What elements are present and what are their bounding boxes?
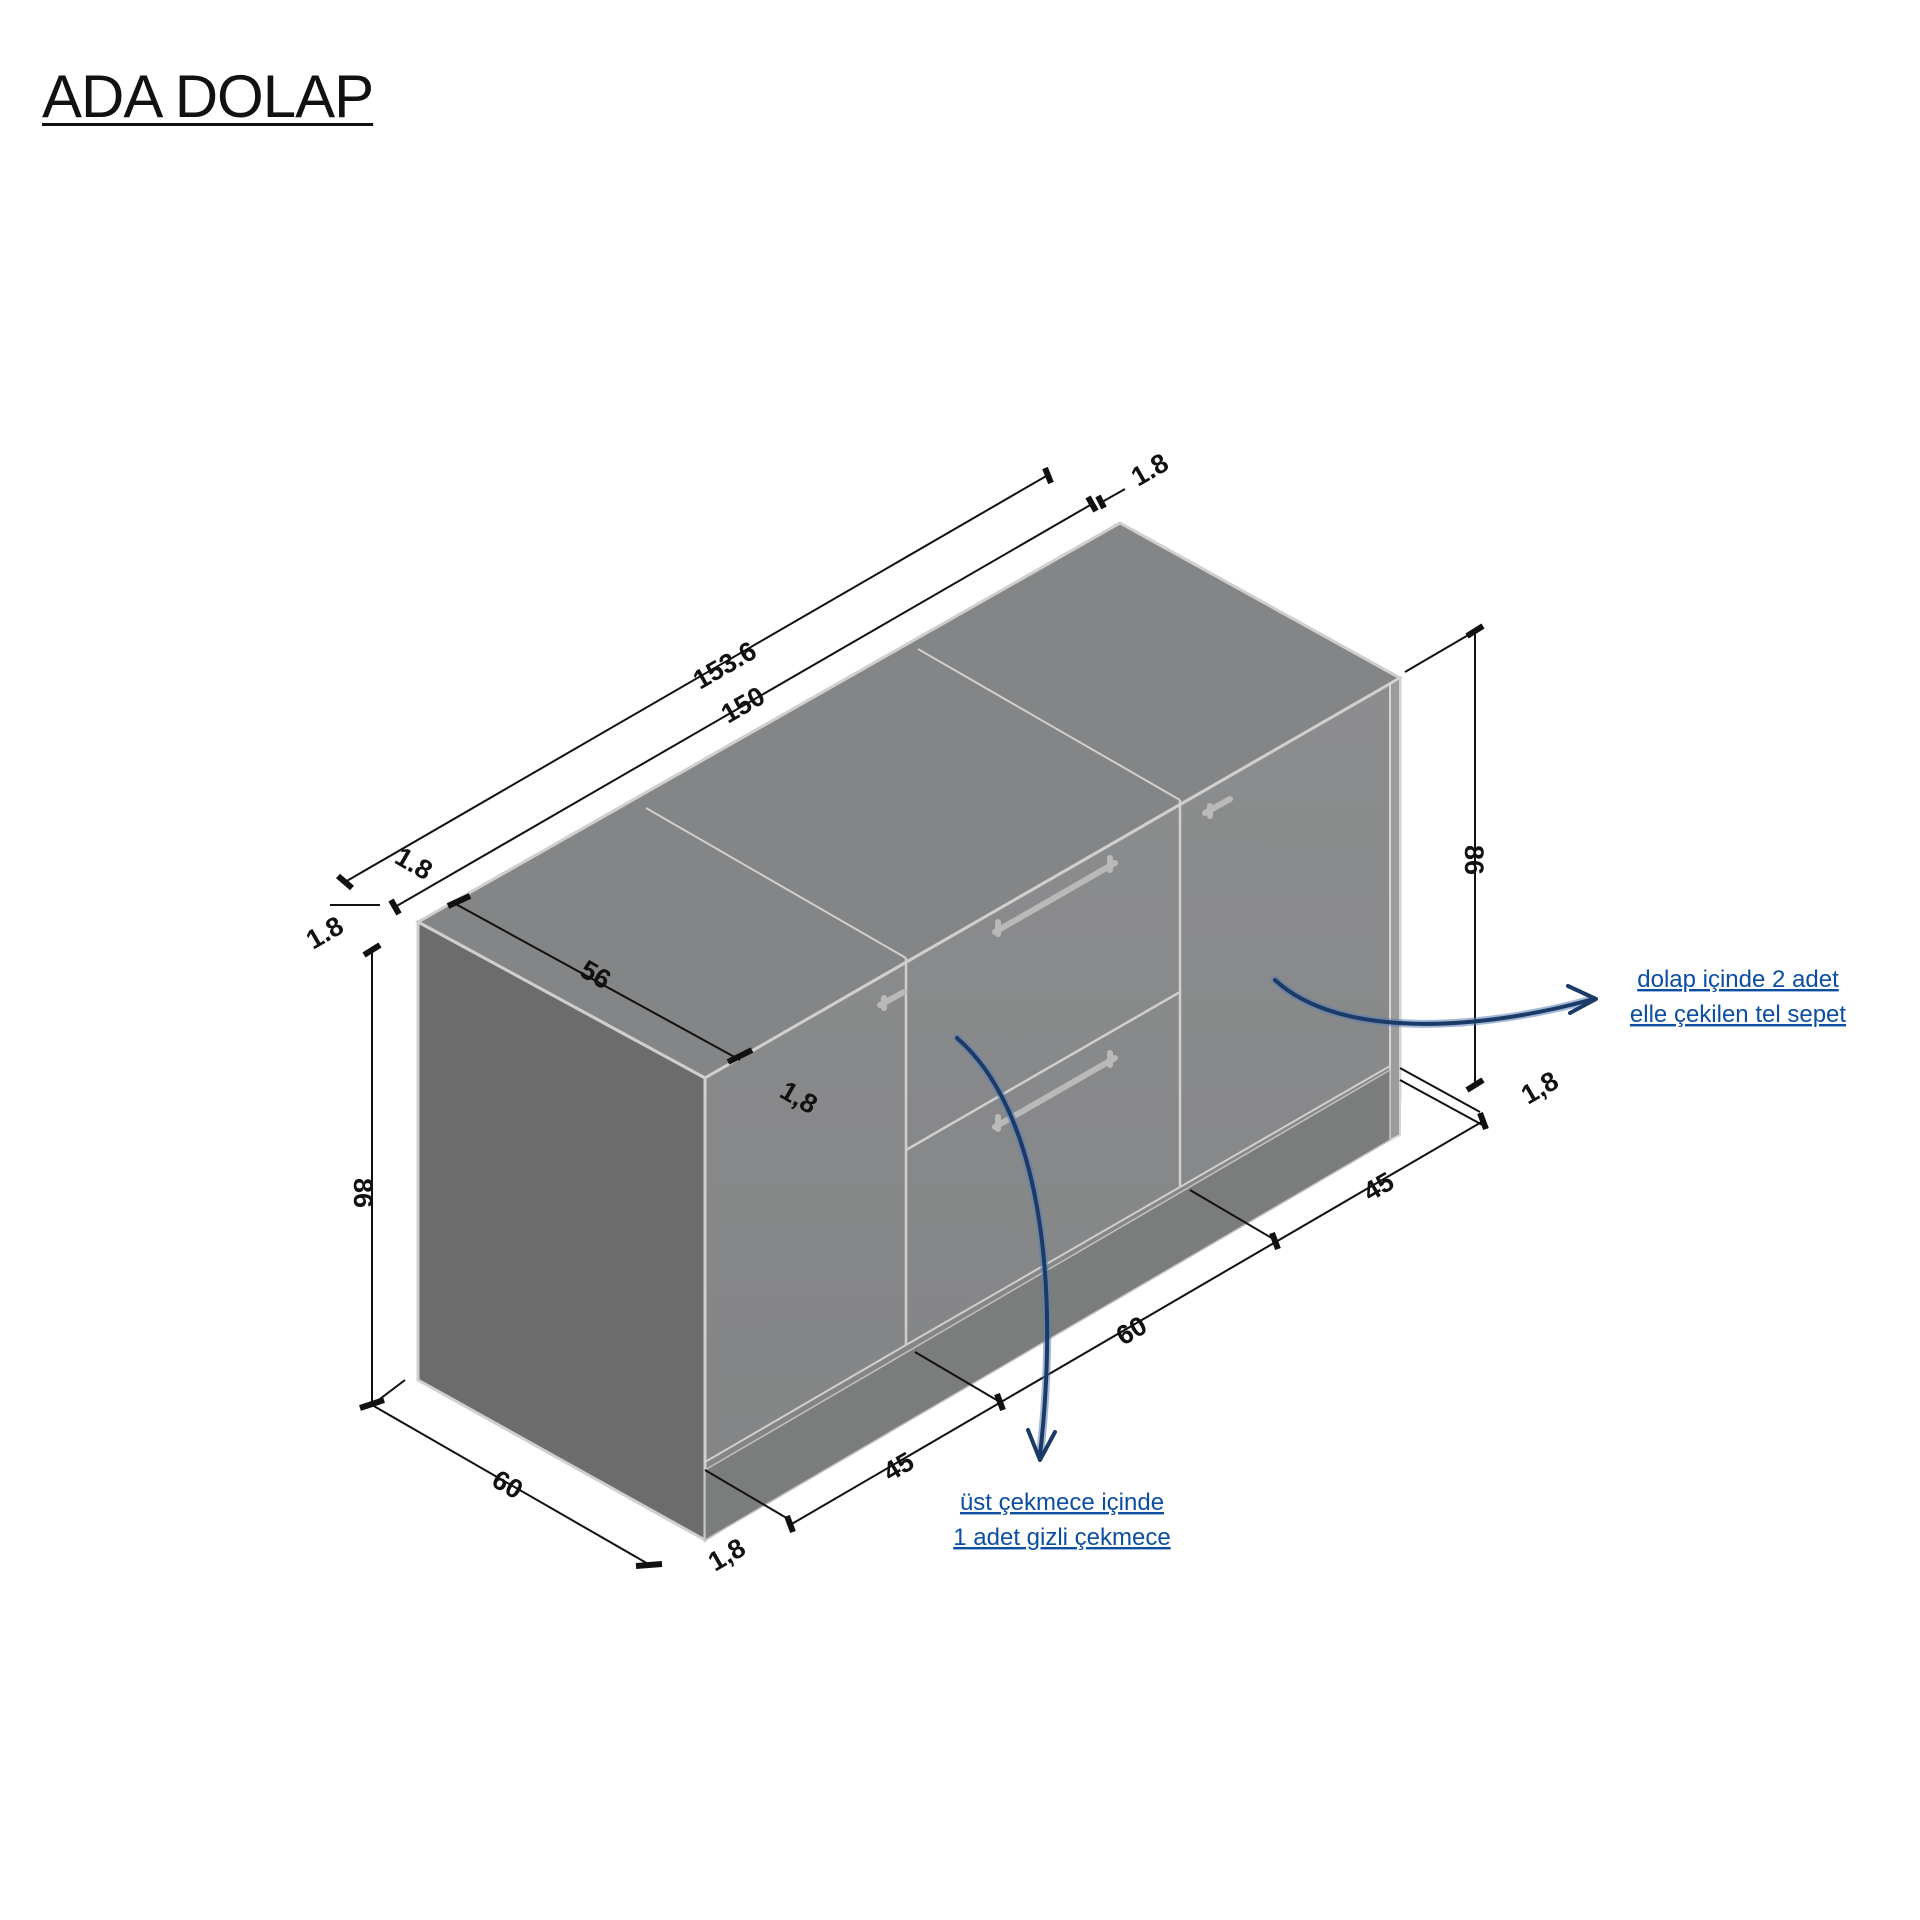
annotation-notes: dolap içinde 2 adet elle çekilen tel sep… [953,966,1846,1551]
left-door-handle-icon[interactable] [877,989,907,1011]
cabinet-note-line1: dolap içinde 2 adet [1637,966,1839,993]
right-door-handle-icon[interactable] [1202,796,1233,819]
upper-drawer-handle-icon[interactable] [992,855,1118,937]
label-bottom-left-thickness: 1,8 [703,1532,751,1577]
cabinet-note-line2: elle çekilen tel sepet [1630,1001,1846,1028]
top-divider-right [917,648,1181,801]
dim-line-overall-width [344,474,1049,883]
cabinet-body [414,521,1404,1543]
drawer-note-line2: 1 adet gizli çekmece [953,1524,1170,1551]
dim-line-inner-width [394,503,1093,908]
label-right-height: 86 [1459,845,1489,875]
dim-line-inner-depth [451,901,741,1061]
dim-line-bottom-run [789,1119,1486,1526]
dimension-lines [330,466,1489,1569]
cabinet-note-arrowhead-icon [1566,984,1598,1015]
label-top-left-thickness: 1.8 [390,841,438,886]
drawer-note-line1: üst çekmece içinde [960,1489,1164,1516]
top-divider-left [645,807,907,959]
drawer-divider [905,990,1181,1152]
label-right-door-width: 45 [1358,1166,1399,1207]
label-left-side-thickness: 1.8 [301,910,349,955]
label-depth: 60 [487,1464,528,1505]
dim-line-depth [371,1404,651,1566]
label-inner-width: 150 [716,681,770,730]
label-middle-width: 60 [1111,1310,1152,1351]
page-title: ADA DOLAP [42,63,374,130]
right-door-bottom [1179,1065,1391,1188]
drawer-note-arrowhead-icon [1026,1428,1057,1462]
left-door-bottom [704,1344,907,1463]
annotation-arrows [953,976,1598,1462]
right-end-panel [1389,676,1401,1142]
label-bottom-right-thickness: 1,8 [1516,1065,1564,1110]
label-left-height: 86 [348,1178,378,1208]
label-top-right-thickness: 1.8 [1126,447,1174,492]
